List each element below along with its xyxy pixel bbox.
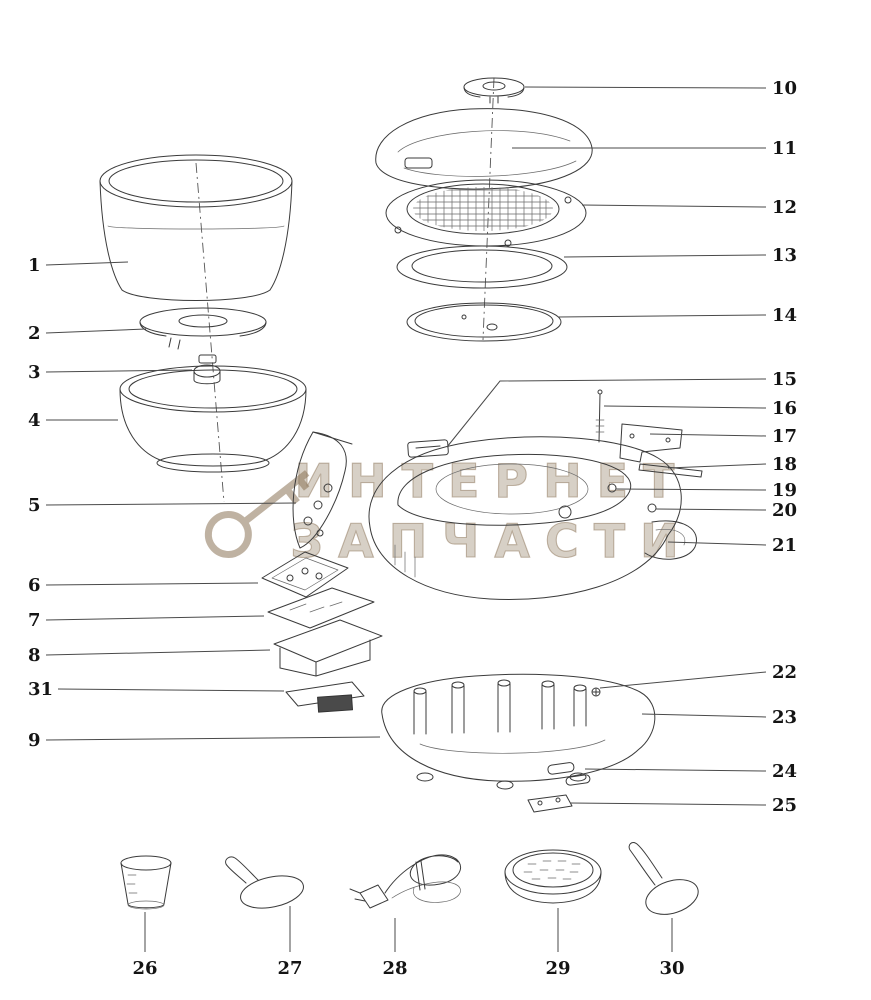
callout-26: 26 — [132, 958, 157, 979]
callout-23: 23 — [772, 707, 797, 728]
leader-lines — [45, 86, 767, 952]
part-15-latch-box — [407, 439, 449, 458]
part-5-hinge-bracket — [292, 431, 353, 549]
part-3-thermo-sensor — [193, 354, 221, 385]
part-26-measuring-cup — [120, 855, 172, 910]
part-2-heating-disc — [139, 307, 267, 350]
callout-30: 30 — [659, 958, 684, 979]
callout-22: 22 — [772, 662, 797, 683]
leader-16 — [603, 405, 767, 409]
part-19-pin — [607, 483, 617, 493]
callout-12: 12 — [772, 197, 797, 218]
leader-9 — [45, 736, 381, 741]
leader-13 — [563, 254, 767, 258]
leader-8 — [45, 649, 271, 656]
leader-31 — [57, 688, 285, 692]
callout-25: 25 — [772, 795, 797, 816]
part-24-pins — [547, 762, 591, 786]
leader-24 — [584, 768, 767, 772]
leader-25 — [569, 802, 767, 806]
callout-1: 1 — [28, 255, 41, 276]
callout-3: 3 — [28, 362, 41, 383]
callout-7: 7 — [28, 610, 41, 631]
watermark-line2: ЗАПЧАСТИ — [290, 514, 693, 568]
key-logo-icon — [204, 470, 310, 558]
part-18-lever-pin — [638, 463, 703, 478]
watermark-line1: ИНТЕРНЕТ — [295, 454, 690, 508]
leader-5 — [45, 502, 297, 506]
part-9-base-housing — [381, 673, 656, 790]
callout-24: 24 — [772, 761, 797, 782]
part-22-screw — [591, 687, 601, 697]
part-16-rod — [595, 389, 605, 443]
callout-9: 9 — [28, 730, 41, 751]
callout-10: 10 — [772, 78, 797, 99]
part-14-inner-plate — [406, 302, 562, 342]
callout-labels: 1 2 3 4 5 6 7 8 31 9 10 11 12 13 14 15 1… — [28, 78, 797, 979]
leader-3 — [45, 369, 193, 373]
axis-left-stack — [195, 162, 225, 503]
callout-15: 15 — [772, 369, 797, 390]
callout-31: 31 — [28, 679, 53, 700]
callout-14: 14 — [772, 305, 797, 326]
part-29-steam-basket — [504, 849, 602, 904]
callout-2: 2 — [28, 323, 41, 344]
leader-19 — [615, 488, 767, 491]
part-11-lid-cover — [375, 108, 593, 190]
leader-17 — [649, 433, 767, 437]
callout-5: 5 — [28, 495, 41, 516]
part-20-latch — [647, 503, 657, 513]
part-31-bottom-plate — [285, 681, 365, 713]
leader-1 — [45, 261, 129, 266]
part-25-small-plate — [527, 794, 573, 813]
part-8-power-board — [273, 619, 383, 677]
part-13-sealing-ring — [396, 245, 568, 289]
callout-27: 27 — [277, 958, 302, 979]
leader-15 — [446, 378, 767, 448]
leader-18 — [667, 463, 767, 469]
callout-18: 18 — [772, 454, 797, 475]
part-7-pcb — [267, 587, 375, 629]
callout-28: 28 — [382, 958, 407, 979]
part-6-control-board — [261, 551, 349, 598]
part-1-outer-pot — [99, 154, 293, 301]
part-27-rice-spoon — [225, 856, 304, 909]
part-17-bracket-plate — [619, 423, 683, 463]
part-30-ladle — [628, 842, 699, 915]
leader-14 — [557, 314, 767, 318]
callout-19: 19 — [772, 480, 797, 501]
part-4-inner-pot — [119, 365, 307, 473]
callout-13: 13 — [772, 245, 797, 266]
callout-8: 8 — [28, 645, 41, 666]
callout-21: 21 — [772, 535, 797, 556]
leader-7 — [45, 615, 265, 621]
callout-16: 16 — [772, 398, 797, 419]
leader-12 — [581, 204, 767, 208]
callout-17: 17 — [772, 426, 797, 447]
leader-2 — [45, 328, 147, 334]
part-10-top-cap — [463, 77, 525, 104]
leader-20 — [655, 508, 767, 511]
callout-20: 20 — [772, 500, 797, 521]
leader-22 — [599, 671, 767, 689]
callout-11: 11 — [772, 138, 797, 159]
axis-right-stack — [482, 77, 495, 341]
callout-29: 29 — [545, 958, 570, 979]
leader-10 — [524, 86, 767, 89]
part-main-body — [368, 436, 682, 601]
leader-6 — [45, 582, 259, 586]
part-28-power-cord — [349, 854, 462, 909]
watermark: ИНТЕРНЕТ ЗАПЧАСТИ — [204, 453, 693, 569]
callout-6: 6 — [28, 575, 41, 596]
callout-4: 4 — [28, 410, 41, 431]
leader-21 — [667, 541, 767, 546]
leader-23 — [641, 713, 767, 718]
part-12-inner-lid — [385, 179, 587, 247]
